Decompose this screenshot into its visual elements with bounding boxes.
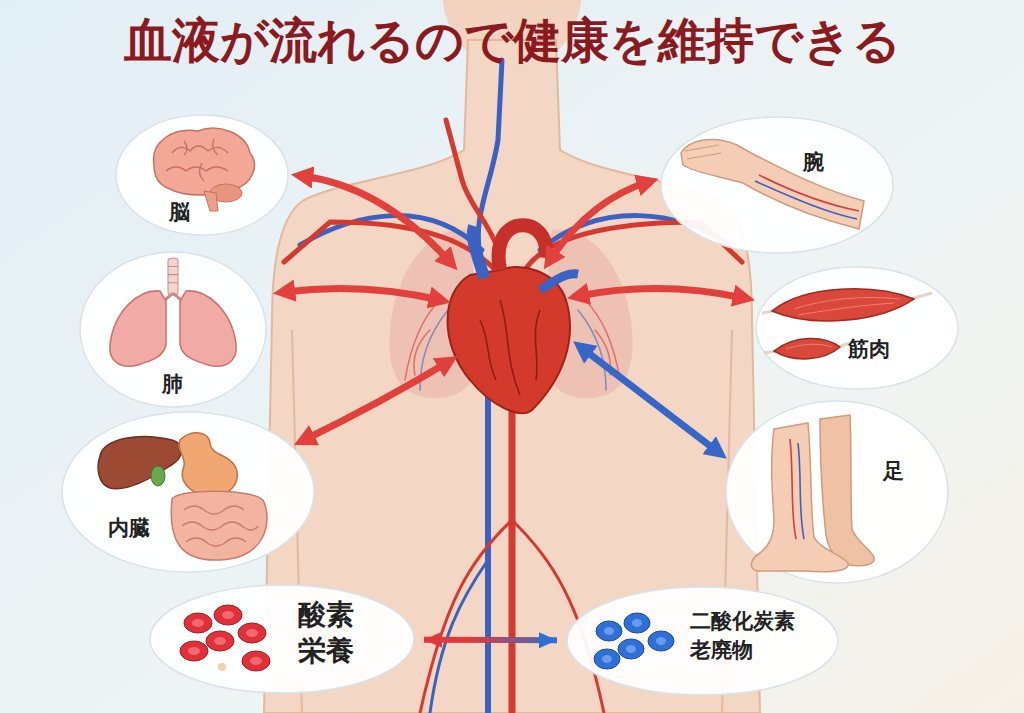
arm-oval [659,115,895,255]
node-label: 腕 [803,151,824,174]
oxygen-oval: 酸素 栄養 [148,583,416,695]
red-blood-cells [180,605,270,671]
muscle-oval: 筋肉 [754,265,960,391]
foot-oval: 足 [724,399,950,585]
lung-picture [110,258,236,366]
brain-oval [114,113,290,237]
foot-oval [724,399,950,585]
brain-oval: 脳 [114,113,290,237]
organ-oval: 内臓 [60,410,316,574]
foot-picture [751,415,874,572]
arm-oval: 腕 [659,115,895,255]
exchange-arrow [424,637,557,644]
node-label: 筋肉 [848,338,890,361]
node-label: 酸素 栄養 [298,597,360,670]
node-label: 脳 [169,201,190,224]
oxygen-oval [148,583,416,695]
muscle-picture [762,289,932,359]
arm-picture [681,139,864,229]
node-label: 内臓 [108,517,150,540]
diagram-title: 血液が流れるので健康を維持できる [0,0,1024,70]
blue-cells [594,613,674,669]
organ-picture [98,433,267,560]
muscle-oval [754,265,960,391]
node-label: 二酸化炭素 老廃物 [690,607,801,666]
carbon-dioxide-oval: 二酸化炭素 老廃物 [565,585,840,697]
lung-oval: 肺 [78,250,268,409]
node-label: 足 [883,460,904,483]
organ-oval [60,410,316,574]
brain-picture [154,128,255,211]
node-label: 肺 [162,373,183,396]
